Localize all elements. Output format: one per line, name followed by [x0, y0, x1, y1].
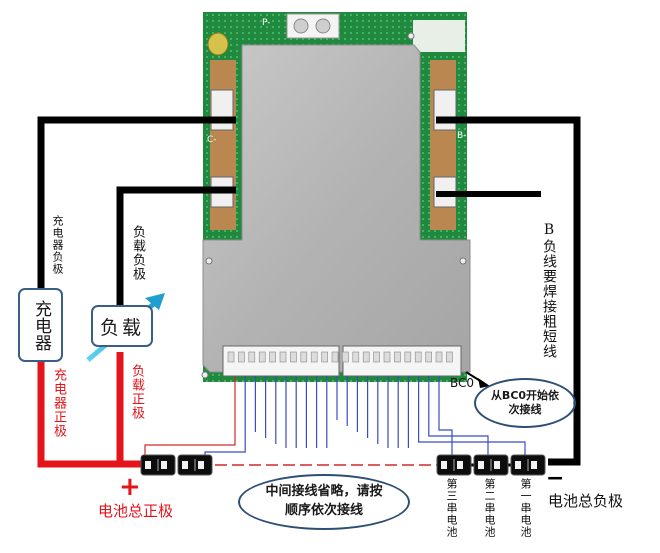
- charger-positive-label: 充电器正极: [51, 368, 66, 438]
- cell-terminal-positive: [198, 461, 204, 469]
- omitted-wiring-text: 中间接线省略，请按顺序依次接线: [265, 484, 383, 518]
- connector-pin: [414, 351, 422, 363]
- cell-terminal-negative: [441, 461, 447, 469]
- battery-cell-second-last: [177, 454, 213, 476]
- cell-terminal-negative: [515, 461, 521, 469]
- cell-2-label: 第二串电池: [483, 478, 496, 538]
- pcb-pad-p-top: [210, 89, 234, 131]
- plate-screw-1: [407, 32, 415, 40]
- balance-wire: [438, 376, 453, 455]
- balance-wire: [428, 376, 489, 455]
- connector-pin: [425, 351, 432, 363]
- connector-pin: [290, 351, 297, 363]
- connector-pin: [362, 351, 370, 363]
- load-positive-label: 负载正极: [129, 364, 144, 420]
- battery-cell-1: [510, 454, 546, 476]
- pcb-label-sticker: [413, 20, 465, 52]
- cell-terminal-positive: [161, 461, 167, 469]
- connector-pin: [394, 351, 401, 363]
- load-box: 负载: [91, 305, 153, 347]
- plate-screw-3: [459, 257, 467, 265]
- connector-pin: [373, 351, 380, 363]
- load-negative-label: 负载负极: [130, 225, 145, 281]
- start-from-bc0-text: 从BC0开始依次接线: [490, 388, 560, 416]
- connector-pin: [279, 351, 287, 363]
- load-negative-wire: [116, 186, 236, 305]
- cell-3-label: 第三串电池: [445, 478, 458, 538]
- connector-pin: [300, 351, 308, 363]
- battery-cells: [140, 454, 546, 476]
- charger-box: 充电器: [18, 288, 63, 362]
- connector-pin: [352, 351, 360, 363]
- connector-pin: [435, 351, 443, 363]
- connector-pin: [227, 351, 235, 363]
- start-from-bc0-note: 从BC0开始依次接线: [474, 378, 576, 428]
- bc0-label: BC0: [450, 376, 475, 390]
- cell-terminal-negative: [182, 461, 188, 469]
- load-box-label: 负载: [99, 316, 144, 339]
- battery-cell-3: [436, 454, 472, 476]
- connector-pin: [383, 351, 391, 363]
- connector-pin: [269, 351, 276, 363]
- cell-terminal-negative: [145, 461, 151, 469]
- balance-connectors: [222, 345, 462, 377]
- b-negative-wire-upper: [436, 116, 581, 466]
- connector-pin: [446, 351, 453, 363]
- load-arrow-head: [145, 293, 165, 310]
- plate-screw-4: [201, 371, 209, 379]
- charger-negative-wire: [37, 116, 236, 302]
- minus-sign: −: [546, 466, 565, 491]
- charger-positive-wire: [37, 360, 145, 468]
- connector-pin: [342, 351, 349, 363]
- connector-pins: [227, 351, 453, 363]
- charger-negative-label: 充电器负极: [51, 215, 64, 275]
- screw-hole-1: [293, 18, 309, 34]
- silk-c-minus: C-: [207, 135, 217, 145]
- cell-terminal-negative: [478, 461, 484, 469]
- connector-pin: [258, 351, 266, 363]
- omitted-wiring-note: 中间接线省略，请按顺序依次接线: [238, 474, 410, 530]
- pcb-pad-b-top: [433, 89, 457, 131]
- cell-terminal-positive: [531, 461, 537, 469]
- battery-cell-2: [473, 454, 509, 476]
- connector-pin: [238, 351, 245, 363]
- b-negative-note: B负线要焊接粗短线: [541, 222, 557, 359]
- charger-box-label: 充电器: [31, 299, 51, 351]
- balance-wire: [204, 376, 246, 460]
- balance-wire: [144, 376, 236, 460]
- battery-cell-last: [140, 454, 176, 476]
- connector-pin: [310, 351, 318, 363]
- cell-terminal-positive: [494, 461, 500, 469]
- connector-pin: [404, 351, 412, 363]
- balance-connector-right: [342, 345, 462, 377]
- plus-sign: +: [119, 472, 141, 502]
- battery-total-negative-label: 电池总负极: [548, 492, 624, 510]
- silk-p-minus: P-: [262, 18, 270, 28]
- cell-1-label: 第一串电池: [519, 478, 532, 538]
- cell-terminal-positive: [457, 461, 463, 469]
- plate-screw-2: [205, 257, 213, 265]
- pcb-logo-seal: [207, 32, 229, 56]
- connector-pin: [321, 351, 328, 363]
- battery-total-positive-label: 电池总正极: [98, 502, 174, 520]
- connector-pin: [331, 351, 339, 363]
- power-wires: [37, 116, 581, 468]
- connector-pin: [248, 351, 256, 363]
- heatsink-plate: [202, 44, 471, 373]
- balance-wires: [144, 376, 526, 460]
- aluminium-heatsink-plate: [201, 32, 471, 379]
- silk-b-minus: B-: [457, 131, 466, 141]
- balance-wire: [418, 376, 526, 455]
- screw-hole-2: [315, 18, 331, 34]
